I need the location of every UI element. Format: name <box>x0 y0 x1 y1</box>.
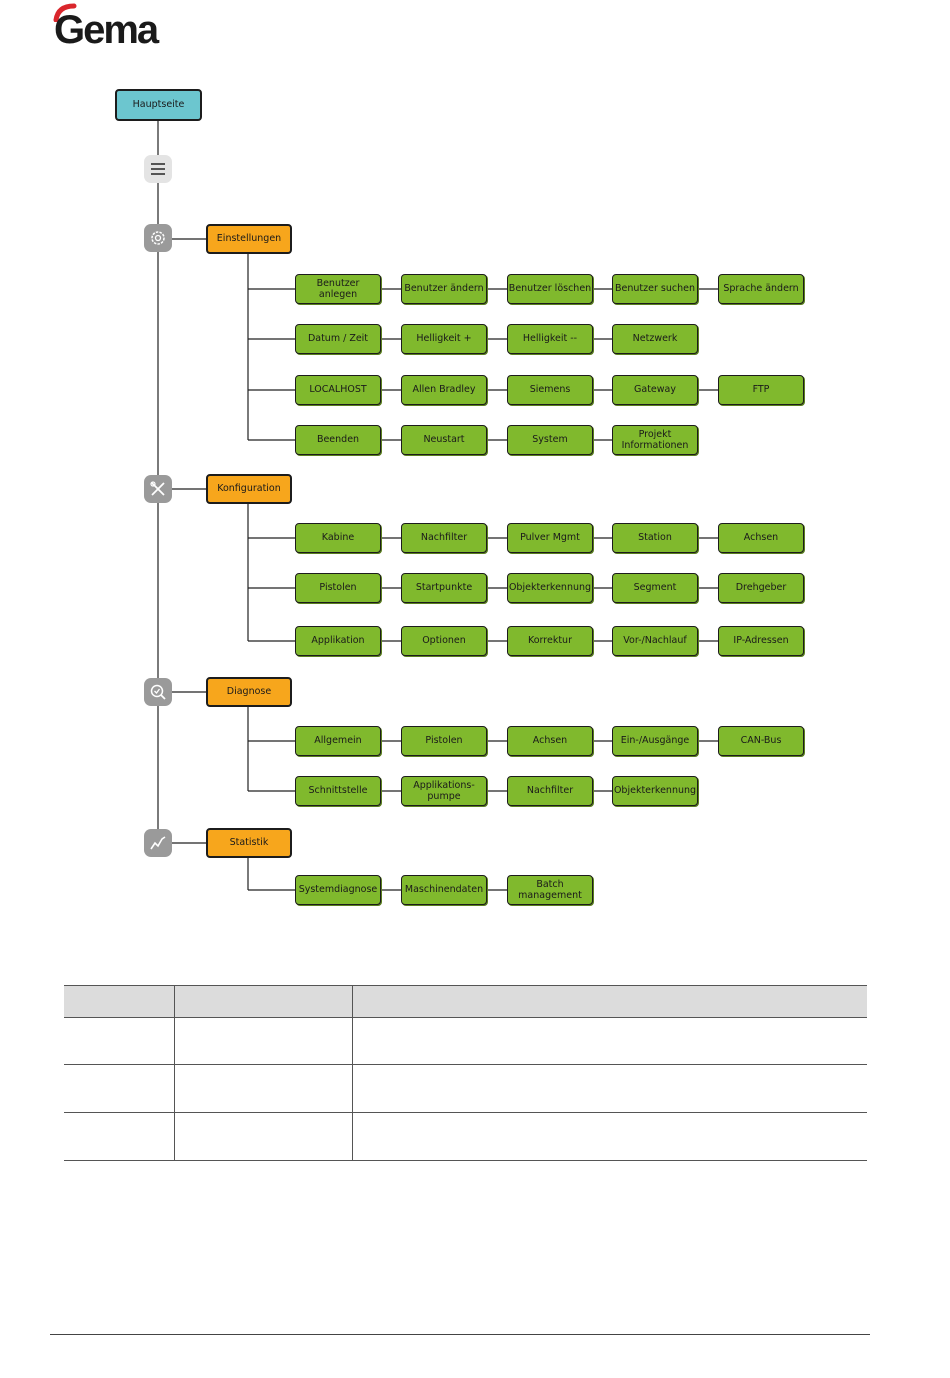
leaf-node[interactable]: Batch management <box>507 875 593 905</box>
gema-logo: Gema <box>50 2 180 52</box>
leaf-node[interactable]: System <box>507 425 593 455</box>
leaf-node[interactable]: Station <box>612 523 698 553</box>
category-diagnose[interactable]: Diagnose <box>206 677 292 707</box>
leaf-node[interactable]: Pistolen <box>401 726 487 756</box>
leaf-node[interactable]: Achsen <box>718 523 804 553</box>
leaf-node[interactable]: Netzwerk <box>612 324 698 354</box>
logo-text: Gema <box>54 8 159 52</box>
leaf-node[interactable]: Nachfilter <box>401 523 487 553</box>
leaf-node[interactable]: IP-Adressen <box>718 626 804 656</box>
leaf-node[interactable]: Maschinendaten <box>401 875 487 905</box>
leaf-node[interactable]: Nachfilter <box>507 776 593 806</box>
chart-icon[interactable] <box>144 829 172 857</box>
leaf-node[interactable]: Benutzer löschen <box>507 274 593 304</box>
leaf-node[interactable]: Beenden <box>295 425 381 455</box>
leaf-node[interactable]: Drehgeber <box>718 573 804 603</box>
table-column-divider <box>174 985 175 1160</box>
leaf-node[interactable]: Sprache ändern <box>718 274 804 304</box>
leaf-node[interactable]: Kabine <box>295 523 381 553</box>
gear-icon[interactable] <box>144 224 172 252</box>
root-node-hauptseite[interactable]: Hauptseite <box>115 89 202 121</box>
table-row <box>64 1065 867 1113</box>
table-header <box>64 985 867 1018</box>
leaf-node[interactable]: Helligkeit -- <box>507 324 593 354</box>
leaf-node[interactable]: Benutzer suchen <box>612 274 698 304</box>
table-column-divider <box>352 985 353 1160</box>
leaf-node[interactable]: Optionen <box>401 626 487 656</box>
leaf-node[interactable]: Schnittstelle <box>295 776 381 806</box>
footer-rule <box>50 1334 870 1335</box>
leaf-node[interactable]: Allgemein <box>295 726 381 756</box>
leaf-node[interactable]: Pulver Mgmt <box>507 523 593 553</box>
leaf-node[interactable]: Allen Bradley <box>401 375 487 405</box>
tools-icon[interactable] <box>144 475 172 503</box>
leaf-node[interactable]: CAN-Bus <box>718 726 804 756</box>
table-row <box>64 1017 867 1065</box>
leaf-node[interactable]: Objekterkennung <box>612 776 698 806</box>
leaf-node[interactable]: Helligkeit + <box>401 324 487 354</box>
leaf-node[interactable]: Siemens <box>507 375 593 405</box>
leaf-node[interactable]: Korrektur <box>507 626 593 656</box>
leaf-node[interactable]: Benutzer ändern <box>401 274 487 304</box>
category-einstellungen[interactable]: Einstellungen <box>206 224 292 254</box>
category-statistik[interactable]: Statistik <box>206 828 292 858</box>
logo-arc-icon <box>53 3 77 22</box>
leaf-node[interactable]: Ein-/Ausgänge <box>612 726 698 756</box>
leaf-node[interactable]: Vor-/Nachlauf <box>612 626 698 656</box>
leaf-node[interactable]: Datum / Zeit <box>295 324 381 354</box>
leaf-node[interactable]: LOCALHOST <box>295 375 381 405</box>
diagnosis-icon[interactable] <box>144 678 172 706</box>
category-konfiguration[interactable]: Konfiguration <box>206 474 292 504</box>
leaf-node[interactable]: Segment <box>612 573 698 603</box>
leaf-node[interactable]: Projekt Informationen <box>612 425 698 455</box>
leaf-node[interactable]: Gateway <box>612 375 698 405</box>
leaf-node[interactable]: Startpunkte <box>401 573 487 603</box>
connector-lines <box>157 121 804 891</box>
leaf-node[interactable]: Achsen <box>507 726 593 756</box>
leaf-node[interactable]: Applikations- pumpe <box>401 776 487 806</box>
leaf-node[interactable]: Objekterkennung <box>507 573 593 603</box>
leaf-node[interactable]: Systemdiagnose <box>295 875 381 905</box>
leaf-node[interactable]: Neustart <box>401 425 487 455</box>
leaf-node[interactable]: FTP <box>718 375 804 405</box>
leaf-node[interactable]: Benutzer anlegen <box>295 274 381 304</box>
leaf-node[interactable]: Applikation <box>295 626 381 656</box>
table-row <box>64 1113 867 1161</box>
leaf-node[interactable]: Pistolen <box>295 573 381 603</box>
menu-icon[interactable] <box>144 155 172 183</box>
